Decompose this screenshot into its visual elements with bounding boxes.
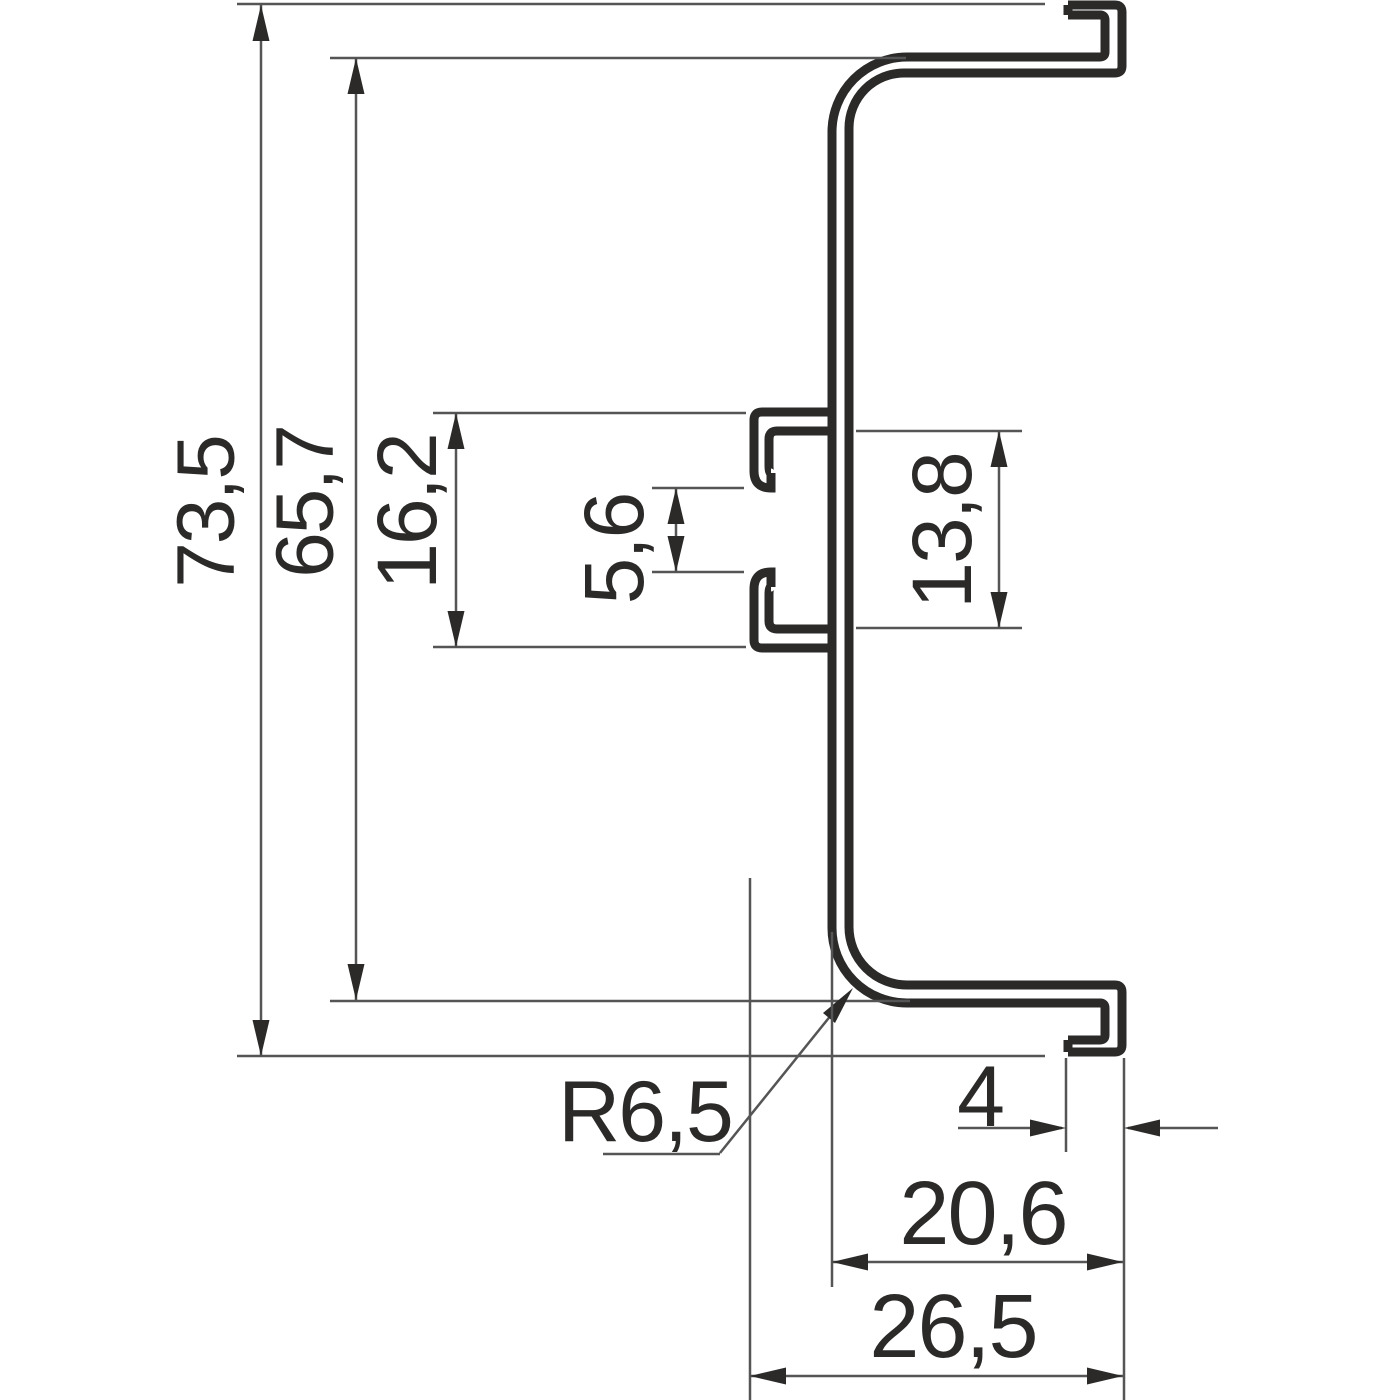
radius-label: R6,5 — [558, 1064, 732, 1160]
dimension-label: 73,5 — [161, 436, 252, 588]
leader-line — [719, 1003, 841, 1154]
arrow-right-icon — [1030, 1119, 1066, 1137]
lower-clip-inner — [764, 582, 832, 634]
dimension-label: 65,7 — [260, 426, 351, 578]
upper-clip-outer — [749, 407, 832, 493]
arrow-left-icon — [832, 1253, 868, 1271]
dimension-overall-depth: 26,5 — [748, 878, 1123, 1400]
arrow-down-icon — [990, 592, 1008, 628]
arrow-down-icon — [667, 536, 685, 572]
dimension-label: 4 — [957, 1049, 1003, 1145]
arrow-down-icon — [252, 1020, 270, 1056]
arrow-left-icon — [750, 1367, 786, 1385]
arrow-down-icon — [447, 611, 465, 647]
dimension-hook-width: 4 — [957, 1049, 1218, 1400]
arrow-up-icon — [347, 58, 365, 94]
arrow-right-icon — [1087, 1253, 1123, 1271]
arrow-up-icon — [252, 5, 270, 41]
leader-arrow-icon — [823, 988, 853, 1023]
arrow-down-icon — [347, 964, 365, 1000]
profile-outline — [749, 0, 1127, 1057]
arrow-right-icon — [1087, 1367, 1123, 1385]
profile-surface-inner — [844, 0, 1127, 1057]
arrow-up-icon — [990, 431, 1008, 467]
lower-clip-outer — [749, 567, 832, 653]
arrow-up-icon — [447, 413, 465, 449]
arrow-up-icon — [667, 488, 685, 524]
dimension-label: 13,8 — [895, 453, 989, 609]
profile-surface-outer — [827, 10, 1110, 1045]
upper-clip-inner — [764, 426, 832, 478]
dimension-label: 20,6 — [899, 1164, 1066, 1264]
dimension-label: 16,2 — [360, 434, 454, 590]
dimension-clip-outer-height: 16,2 — [360, 411, 746, 649]
radius-callout: R6,5 — [558, 988, 853, 1160]
dimension-clip-inner-height: 13,8 — [856, 429, 1022, 630]
dimension-label: 26,5 — [869, 1277, 1036, 1377]
dimension-overall-height: 73,5 — [161, 2, 1045, 1058]
arrow-left-icon — [1124, 1119, 1160, 1137]
dimension-clip-gap: 5,6 — [567, 486, 744, 605]
dimension-label: 5,6 — [567, 494, 661, 605]
dimension-inner-height: 65,7 — [260, 56, 910, 1003]
dimension-wall-depth: 20,6 — [830, 932, 1123, 1287]
